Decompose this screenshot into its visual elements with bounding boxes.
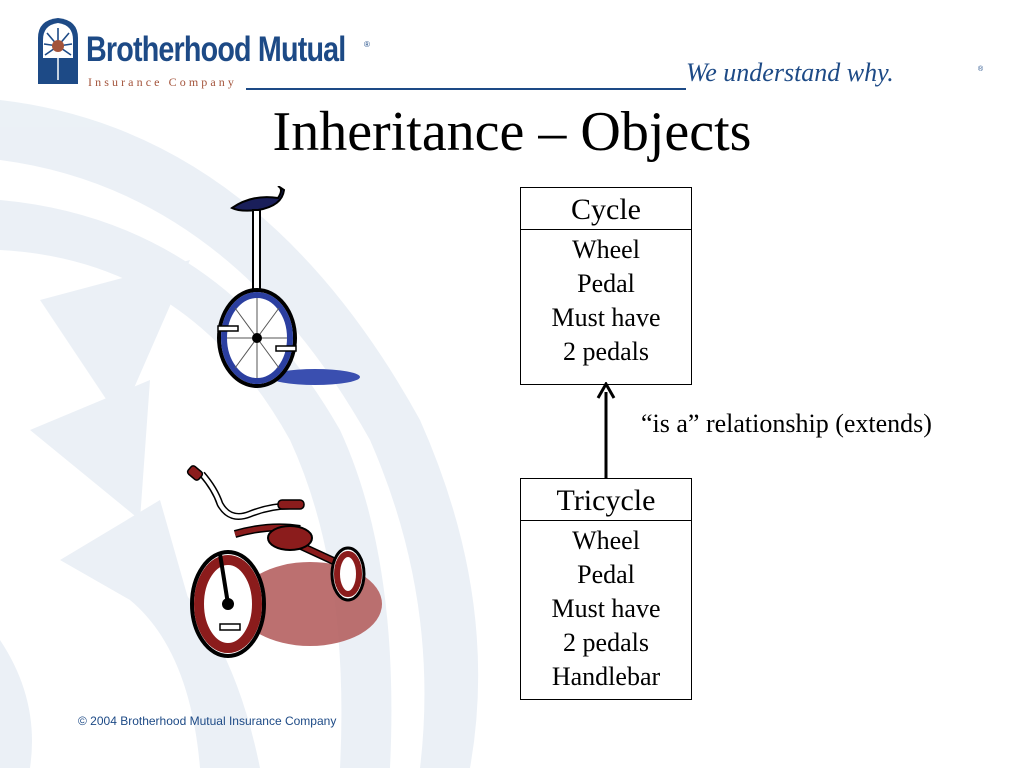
tagline-registered-mark: ®	[978, 66, 984, 73]
tricycle-class-box: Tricycle Wheel Pedal Must have 2 pedals …	[520, 478, 692, 700]
tricycle-attribute: Must have	[551, 594, 661, 623]
header-divider	[246, 88, 686, 90]
brand-name: Brotherhood Mutual	[86, 30, 346, 69]
relationship-label: “is a” relationship (extends)	[641, 409, 932, 438]
tricycle-attribute: Pedal	[577, 560, 635, 589]
tricycle-icon	[186, 465, 382, 658]
brand-subtitle: Insurance Company	[88, 75, 238, 89]
copyright-footer: © 2004 Brotherhood Mutual Insurance Comp…	[78, 714, 337, 728]
cycle-class-box: Cycle Wheel Pedal Must have 2 pedals	[520, 187, 692, 385]
tricycle-attribute: 2 pedals	[563, 628, 649, 657]
brotherhood-logo-icon	[38, 18, 78, 84]
cycle-attribute: Wheel	[572, 235, 640, 264]
unicycle-icon	[217, 186, 360, 388]
inheritance-arrow-icon	[596, 382, 616, 478]
tricycle-attribute: Wheel	[572, 526, 640, 555]
cycle-attribute: Pedal	[577, 269, 635, 298]
tricycle-class-name: Tricycle	[521, 479, 691, 521]
brand-registered-mark: ®	[364, 40, 370, 49]
cycle-attribute: Must have	[551, 303, 661, 332]
cycle-attribute: 2 pedals	[563, 337, 649, 366]
cycle-class-name: Cycle	[521, 188, 691, 230]
tagline: We understand why.	[686, 58, 894, 87]
slide-title: Inheritance – Objects	[272, 101, 752, 163]
tricycle-attribute: Handlebar	[551, 662, 661, 691]
